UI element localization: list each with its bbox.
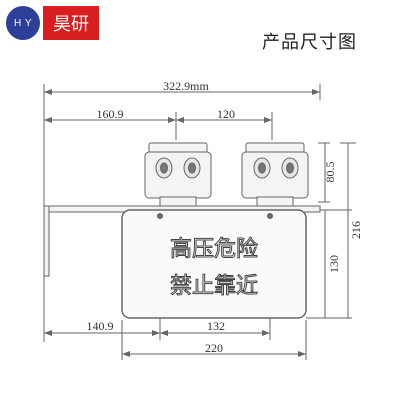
lamp-right bbox=[241, 142, 309, 207]
dim-lamp-spacing: 120 bbox=[217, 107, 235, 121]
dim-total-height: 216 bbox=[349, 221, 363, 239]
page-title: 产品尺寸图 bbox=[262, 32, 357, 52]
brand-name: 昊研 bbox=[43, 6, 99, 40]
logo-text: H Y bbox=[14, 17, 32, 29]
dim-lamp-height: 80.5 bbox=[323, 162, 337, 183]
header: H Y 昊研 产品尺寸图 bbox=[0, 0, 400, 52]
dim-panel-width: 220 bbox=[205, 341, 223, 355]
dim-bracket-offset: 140.9 bbox=[87, 319, 114, 333]
dim-hole-spacing: 132 bbox=[207, 319, 225, 333]
dim-overall-width: 322.9mm bbox=[163, 79, 209, 93]
sign-text-line2: 禁止靠近 bbox=[170, 274, 258, 299]
sign-panel: 高压危险 禁止靠近 bbox=[121, 209, 307, 319]
lamp-left bbox=[144, 142, 212, 207]
dim-panel-height: 130 bbox=[327, 255, 341, 273]
sign-text-line1: 高压危险 bbox=[170, 237, 258, 262]
dim-left-offset: 160.9 bbox=[97, 107, 124, 121]
company-logo: H Y bbox=[6, 6, 40, 40]
